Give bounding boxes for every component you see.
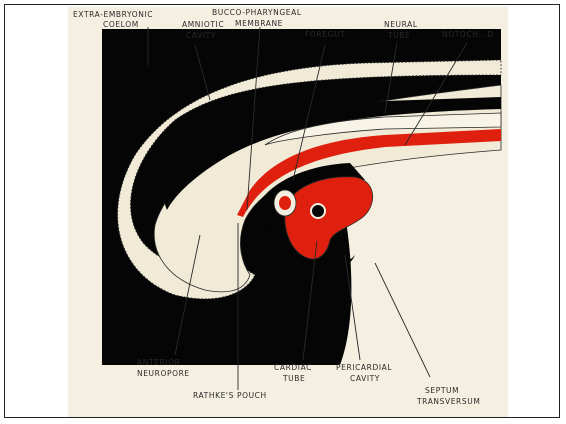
label-amniotic-cavity-2: CAVITY: [186, 31, 216, 40]
label-notochord: NOTOCH...D: [442, 30, 494, 39]
label-pericardial-cavity-2: CAVITY: [350, 374, 380, 383]
label-septum-transversum-2: TRANSVERSUM: [416, 397, 480, 406]
label-cardiac-tube-2: TUBE: [282, 374, 305, 383]
septum-region: [335, 133, 501, 365]
label-septum-transversum-1: SEPTUM: [425, 386, 459, 395]
label-neural-tube-2: TUBE: [387, 31, 410, 40]
label-pericardial-cavity-1: PERICARDIAL: [336, 363, 392, 372]
figure-frame: EXTRA-EMBRYONIC COELOM AMNIOTIC CAVITY B…: [4, 4, 560, 418]
label-neural-tube-1: NEURAL: [384, 20, 418, 29]
foregut-lumen: [311, 204, 325, 218]
label-extra-embryonic-coelom-2: COELOM: [103, 20, 139, 29]
label-rathkes-pouch: RATHKE'S POUCH: [193, 391, 267, 400]
label-amniotic-cavity-1: AMNIOTIC: [182, 20, 224, 29]
label-cardiac-tube-1: CARDIAC: [274, 363, 312, 372]
label-bucco-pharyngeal-1: BUCCO-PHARYNGEAL: [212, 8, 302, 17]
label-anterior-neuropore-1: ANTERIOR: [137, 358, 180, 367]
label-anterior-neuropore-2: NEUROPORE: [137, 369, 190, 378]
label-extra-embryonic-coelom-1: EXTRA-EMBRYONIC: [73, 10, 153, 19]
embryo-diagram: EXTRA-EMBRYONIC COELOM AMNIOTIC CAVITY B…: [5, 5, 559, 417]
label-foregut: FOREGUT: [305, 30, 345, 39]
label-bucco-pharyngeal-2: MEMBRANE: [235, 19, 283, 28]
cardiac-lumen-inner: [279, 196, 291, 210]
